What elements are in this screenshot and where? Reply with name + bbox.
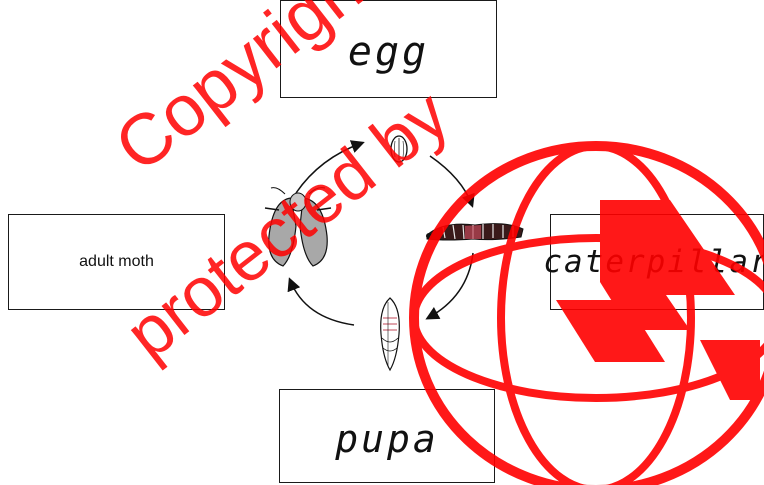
arrow-caterpillar-to-pupa <box>428 253 473 318</box>
pupa-label: pupa <box>335 417 439 461</box>
arrow-egg-to-caterpillar <box>430 156 472 205</box>
caterpillar-icon <box>423 215 527 245</box>
caterpillar-label: caterpillar <box>543 244 764 280</box>
egg-label: egg <box>348 29 429 75</box>
pupa-icon <box>377 296 403 372</box>
adult-moth-label: adult moth <box>79 253 154 271</box>
egg-icon <box>389 133 409 165</box>
arrow-pupa-to-moth <box>290 280 354 325</box>
pupa-label-box: pupa <box>279 389 495 483</box>
egg-label-box: egg <box>280 0 497 98</box>
adult-moth-label-box: adult moth <box>8 214 225 310</box>
caterpillar-label-box: caterpillar <box>550 214 764 310</box>
moth-icon <box>263 186 335 270</box>
